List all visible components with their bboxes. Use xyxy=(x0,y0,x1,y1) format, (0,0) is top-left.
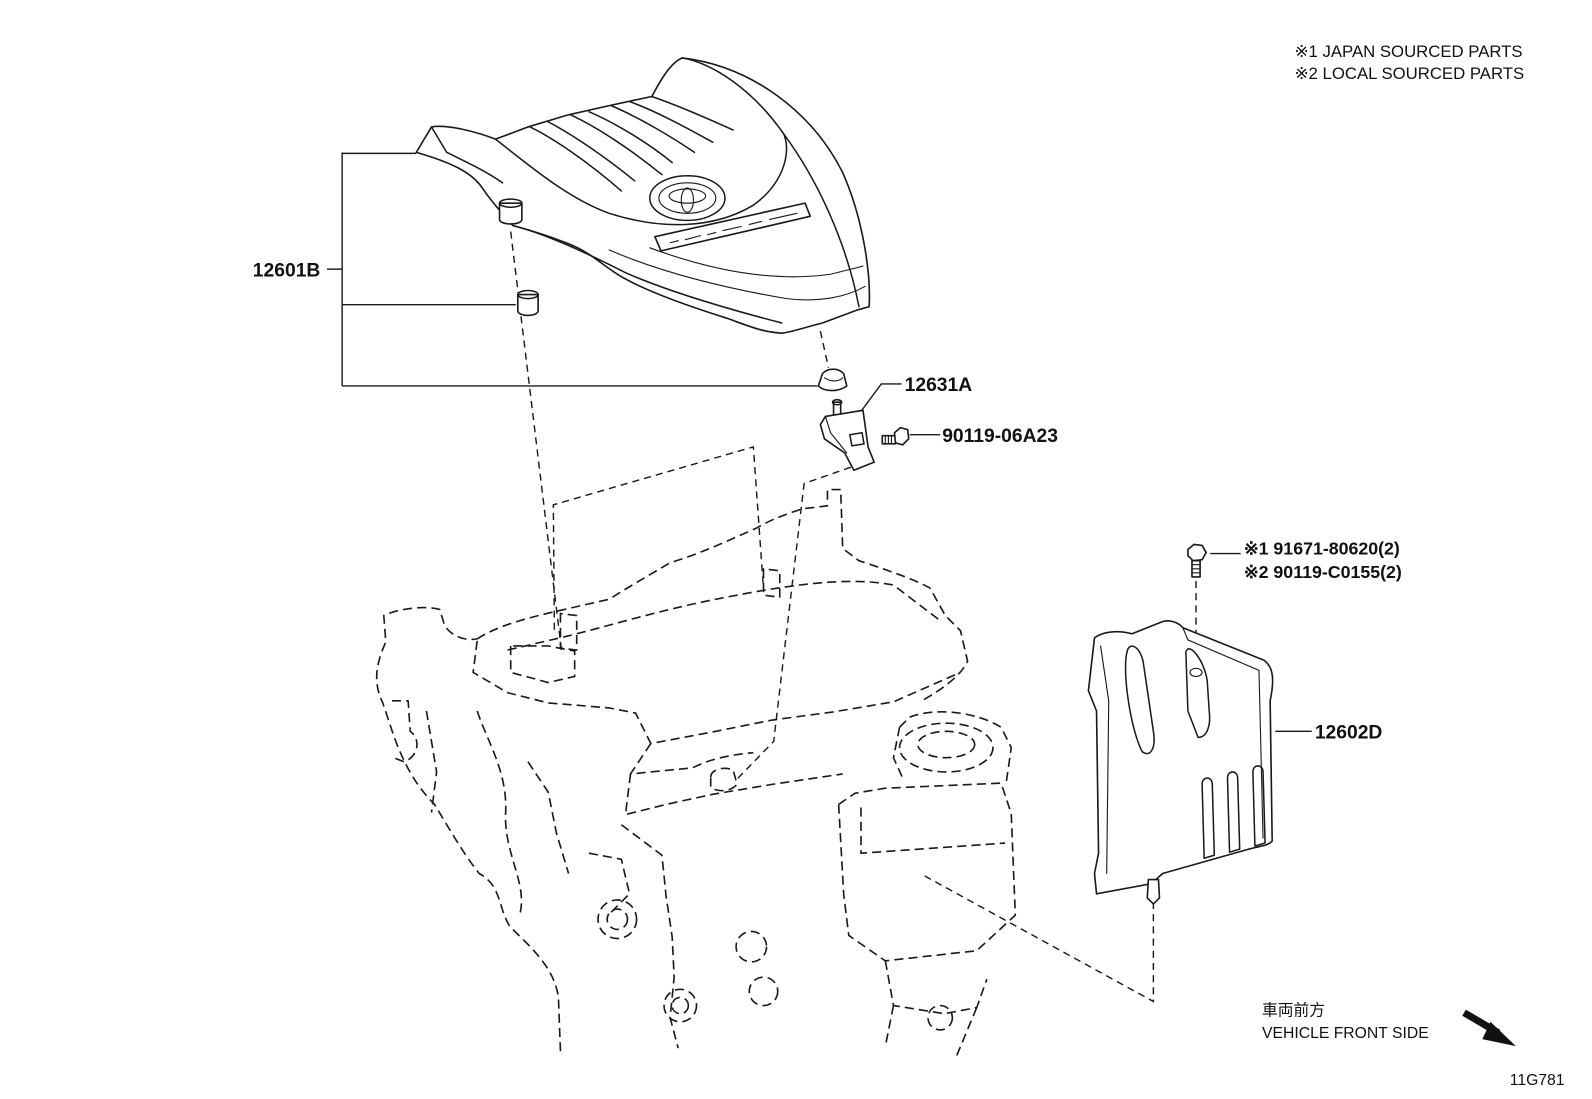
timing-cover-left xyxy=(390,700,570,915)
accessory-housing-detail xyxy=(860,807,1006,1057)
bracket-plate-fold xyxy=(824,415,848,454)
callout-engine-cover[interactable]: 12601B xyxy=(253,260,321,281)
cover-grommet-right xyxy=(817,368,848,392)
bracket-pin-top xyxy=(831,398,843,406)
cover-lower-sweep xyxy=(511,224,783,324)
figure-id: 11G781 xyxy=(1510,1072,1565,1089)
cover-mount-stud-left xyxy=(559,612,578,651)
block-bore-2 xyxy=(663,988,698,1023)
side-bolt-threads xyxy=(1191,564,1201,574)
bolt-threads xyxy=(884,435,892,445)
block-bore-5 xyxy=(927,1004,954,1031)
cover-left-wing xyxy=(430,126,504,184)
oil-filler-cap xyxy=(917,730,976,759)
cover-rib xyxy=(547,121,636,182)
side-cover-bolt xyxy=(1187,543,1207,578)
side-cover-slot-right xyxy=(1185,648,1211,739)
cover-rib xyxy=(628,100,714,143)
engine-left-profile xyxy=(375,606,562,1052)
block-bore-3 xyxy=(735,930,768,963)
lower-block-front xyxy=(588,824,680,1049)
legend-japan-sourced: ※1 JAPAN SOURCED PARTS xyxy=(1295,42,1523,61)
direction-label-en: VEHICLE FRONT SIDE xyxy=(1262,1025,1429,1042)
cover-rib xyxy=(651,95,734,131)
callout-12601b-bracket xyxy=(326,152,818,387)
cover-grommet-left xyxy=(516,289,539,317)
head-front-edge xyxy=(472,640,961,745)
callout-bracket-bolt[interactable]: 90119-06A23 xyxy=(942,426,1058,447)
accessory-housing xyxy=(837,782,1017,962)
side-cover-rib-3 xyxy=(1252,765,1266,847)
side-bolt-head xyxy=(1187,543,1207,562)
guide-rear-box xyxy=(552,445,765,630)
callout-12631a-leader xyxy=(860,383,902,412)
cover-rib xyxy=(610,104,696,154)
cover-rib xyxy=(569,114,663,176)
head-lower-edge xyxy=(624,743,843,816)
side-cover-edge xyxy=(1100,627,1264,875)
bracket-bolt xyxy=(881,426,910,446)
engine-block-outline xyxy=(375,488,1017,1057)
block-bore-1 xyxy=(597,899,638,940)
cover-rib xyxy=(529,126,623,192)
side-cover-slot-left xyxy=(1124,645,1155,755)
cover-bracket xyxy=(819,398,875,472)
engine-cover xyxy=(415,57,871,334)
guide-cover-to-head xyxy=(509,231,563,651)
assembly-guide-lines xyxy=(509,231,1197,1003)
direction-label-jp: 車両前方 xyxy=(1262,1002,1325,1020)
callout-cover-bracket[interactable]: 12631A xyxy=(905,375,973,396)
bracket-plate xyxy=(819,409,875,472)
vehicle-front-indicator: 車両前方 VEHICLE FRONT SIDE xyxy=(1262,1002,1516,1047)
guide-side-cover-stud xyxy=(923,874,1155,1003)
side-cover-stud xyxy=(1146,878,1161,905)
front-arrow-icon xyxy=(1462,1009,1516,1047)
cover-badge xyxy=(654,202,812,252)
cover-mount-boss xyxy=(498,198,523,225)
side-cover-bolt-hole xyxy=(1189,667,1203,678)
cover-ridge xyxy=(494,133,788,226)
bracket-hole xyxy=(849,431,865,447)
engine-cover-body xyxy=(415,57,871,334)
legend-local-sourced: ※2 LOCAL SOURCED PARTS xyxy=(1295,64,1525,83)
cover-mount-stud-rear xyxy=(762,567,781,599)
callout-side-bolt-local[interactable]: ※2 90119-C0155(2) xyxy=(1244,562,1402,582)
block-bore-4 xyxy=(748,976,779,1007)
cover-lower-sweep-2 xyxy=(608,249,866,301)
toyota-emblem-icon xyxy=(649,174,726,222)
bracket-mount-boss xyxy=(709,767,738,792)
intake-port-block xyxy=(509,645,576,684)
side-cover-rib-1 xyxy=(1201,777,1216,860)
cover-ribs xyxy=(494,95,788,226)
cover-lower-sweep-3 xyxy=(649,247,864,278)
block-bore-2-inner xyxy=(671,996,690,1015)
sourcing-legend: ※1 JAPAN SOURCED PARTS ※2 LOCAL SOURCED … xyxy=(1295,42,1525,83)
cylinder-head-top xyxy=(476,488,969,703)
guide-cover-grommet xyxy=(819,330,830,368)
callout-side-cover[interactable]: 12602D xyxy=(1315,722,1383,743)
engine-side-cover xyxy=(1087,620,1274,905)
oil-filler-housing xyxy=(892,711,1013,784)
oil-filler-outer xyxy=(898,722,994,773)
side-cover-body xyxy=(1087,620,1274,895)
guide-bracket-to-boss xyxy=(735,466,852,781)
callout-side-bolt-japan[interactable]: ※1 91671-80620(2) xyxy=(1244,539,1400,559)
bolt-head xyxy=(893,426,910,446)
side-cover-rib-2 xyxy=(1226,771,1241,853)
block-bore-1-inner xyxy=(606,908,629,931)
cover-rib xyxy=(588,110,673,164)
